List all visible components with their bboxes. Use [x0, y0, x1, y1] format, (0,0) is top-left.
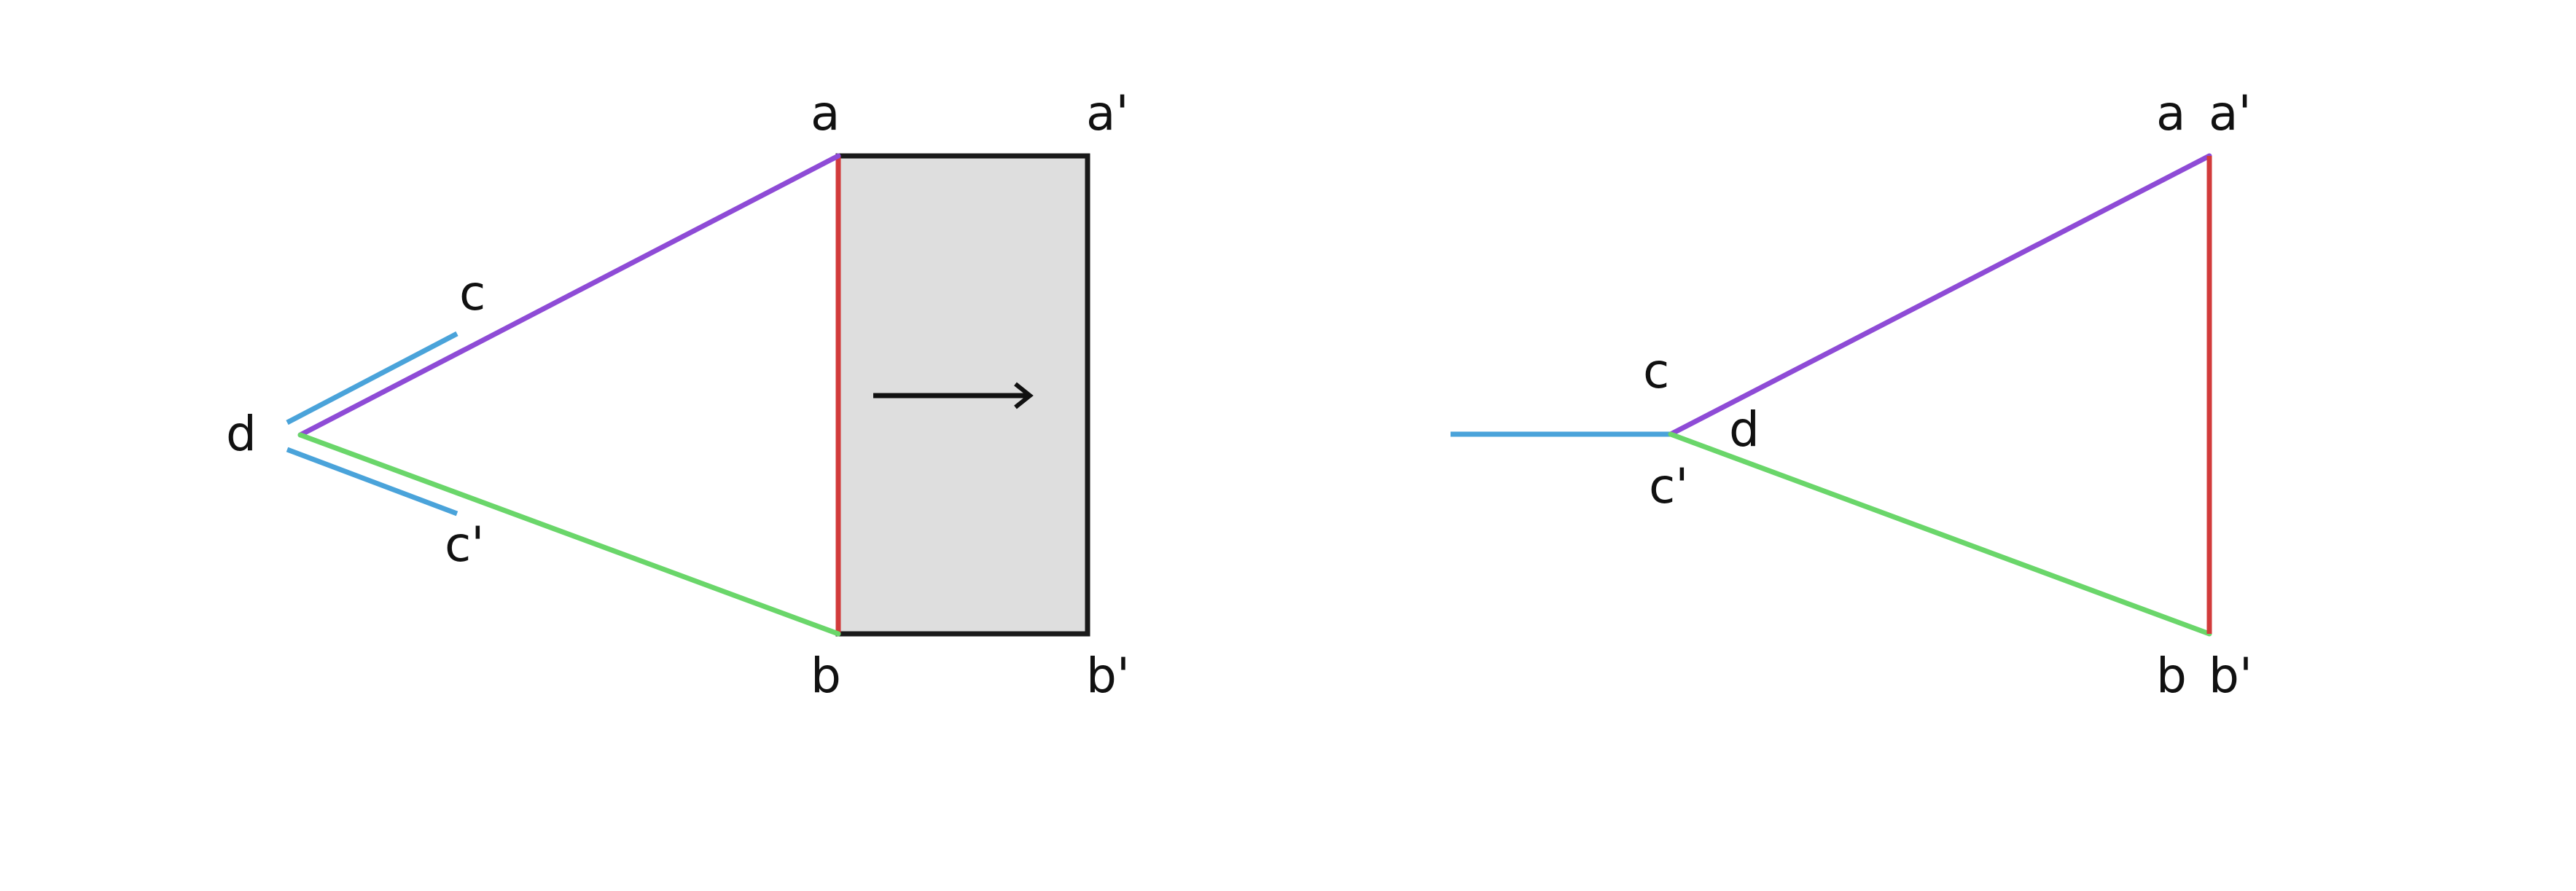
label-d-right: d: [1729, 401, 1760, 458]
edge-d-b-right: [1668, 431, 2212, 637]
label-b-right: b: [2156, 648, 2187, 704]
label-d-left: d: [226, 406, 257, 462]
edge-d-c-prime: [286, 447, 458, 517]
label-a-right: a: [2156, 85, 2185, 141]
label-b-prime-left: b': [1086, 648, 1130, 704]
right-figure: a a' b b' c c' d: [1451, 85, 2252, 704]
label-a-prime-left: a': [1086, 85, 1129, 141]
left-figure: a a' b b' c c' d: [226, 85, 1130, 704]
label-c-prime-left: c': [445, 517, 484, 573]
label-c-prime-right: c': [1649, 458, 1688, 514]
edge-d-a: [297, 153, 841, 438]
right-arrow-icon: [873, 382, 1034, 409]
label-c-right: c: [1643, 343, 1669, 399]
label-a-prime-right: a': [2209, 85, 2252, 141]
label-a-left: a: [811, 85, 840, 141]
label-b-left: b: [811, 648, 841, 704]
edge-d-b: [297, 432, 841, 637]
label-c-left: c: [459, 265, 485, 321]
edge-d-c: [286, 331, 458, 425]
edge-d-a-right: [1668, 153, 2212, 437]
label-b-prime-right: b': [2209, 648, 2252, 704]
